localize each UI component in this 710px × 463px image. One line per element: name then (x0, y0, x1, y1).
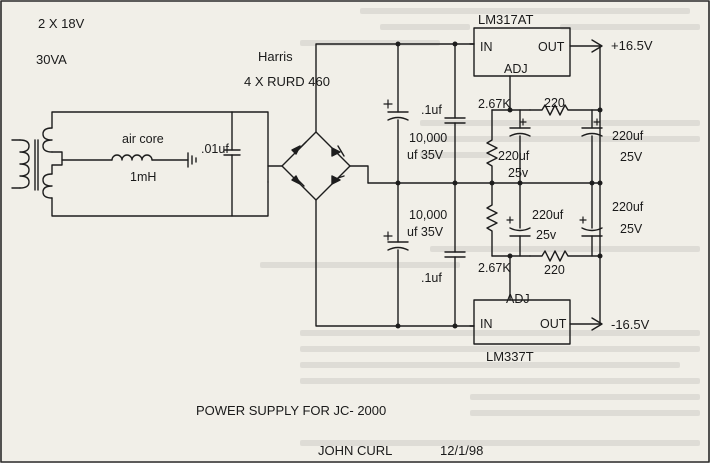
neg-reg-pin-adj: ADJ (506, 292, 530, 306)
transformer-rating-va: 30VA (36, 52, 67, 67)
pos-reg-pin-out: OUT (538, 40, 565, 54)
neg-adj-cap-label: 220uf (532, 208, 564, 222)
filter-cap-label: .01uf (201, 142, 229, 156)
pos-r-bottom-label: 2.67K (478, 97, 511, 111)
pos-adj-cap-voltage: 25v (508, 166, 529, 180)
pos-reg-pin-adj: ADJ (504, 62, 528, 76)
air-core-inductor (61, 152, 197, 168)
neg-reg-part: LM337T (486, 349, 534, 364)
pos-small-cap-label: .1uf (421, 103, 442, 117)
pos-big-cap-rating: uf 35V (407, 148, 444, 162)
pos-reg-pin-in: IN (480, 40, 493, 54)
neg-reg-pin-out: OUT (540, 317, 567, 331)
pos-reg-part: LM317AT (478, 12, 534, 27)
inductor-type-label: air core (122, 132, 164, 146)
pos-adj-cap-label: 220uf (498, 149, 530, 163)
pos-r-top-label: 220 (544, 96, 565, 110)
rectifier-part: 4 X RURD 460 (244, 74, 330, 89)
rectifier-maker: Harris (258, 49, 293, 64)
polarity-marks (383, 99, 601, 241)
pos-out-cap-voltage: 25V (620, 150, 643, 164)
neg-big-cap-value: 10,000 (409, 208, 448, 222)
neg-r-top-label: 220 (544, 263, 565, 277)
neg-out-cap-voltage: 25V (620, 222, 643, 236)
neg-output-voltage: -16.5V (611, 317, 650, 332)
pos-output-voltage: +16.5V (611, 38, 653, 53)
drawing-date: 12/1/98 (440, 443, 484, 458)
bridge-rectifier (267, 43, 475, 327)
inductor-value-label: 1mH (130, 170, 157, 184)
neg-small-cap-label: .1uf (421, 271, 442, 285)
pos-big-cap-value: 10,000 (409, 131, 448, 145)
neg-r-bottom-label: 2.67K (478, 261, 511, 275)
drawing-author: JOHN CURL (318, 443, 393, 458)
neg-reg-pin-in: IN (480, 317, 493, 331)
neg-adj-cap-voltage: 25v (536, 228, 557, 242)
transformer-rating-voltage: 2 X 18V (38, 16, 85, 31)
drawing-title: POWER SUPPLY FOR JC- 2000 (196, 403, 387, 418)
pos-out-cap-label: 220uf (612, 129, 644, 143)
junction-dots (395, 41, 603, 329)
transformer-symbol (11, 111, 269, 217)
capacitor-01uf (223, 111, 241, 217)
neg-big-cap-rating: uf 35V (407, 225, 444, 239)
neg-out-cap-label: 220uf (612, 200, 644, 214)
lm317at-block (469, 27, 603, 184)
reservoir-capacitors (367, 43, 601, 327)
